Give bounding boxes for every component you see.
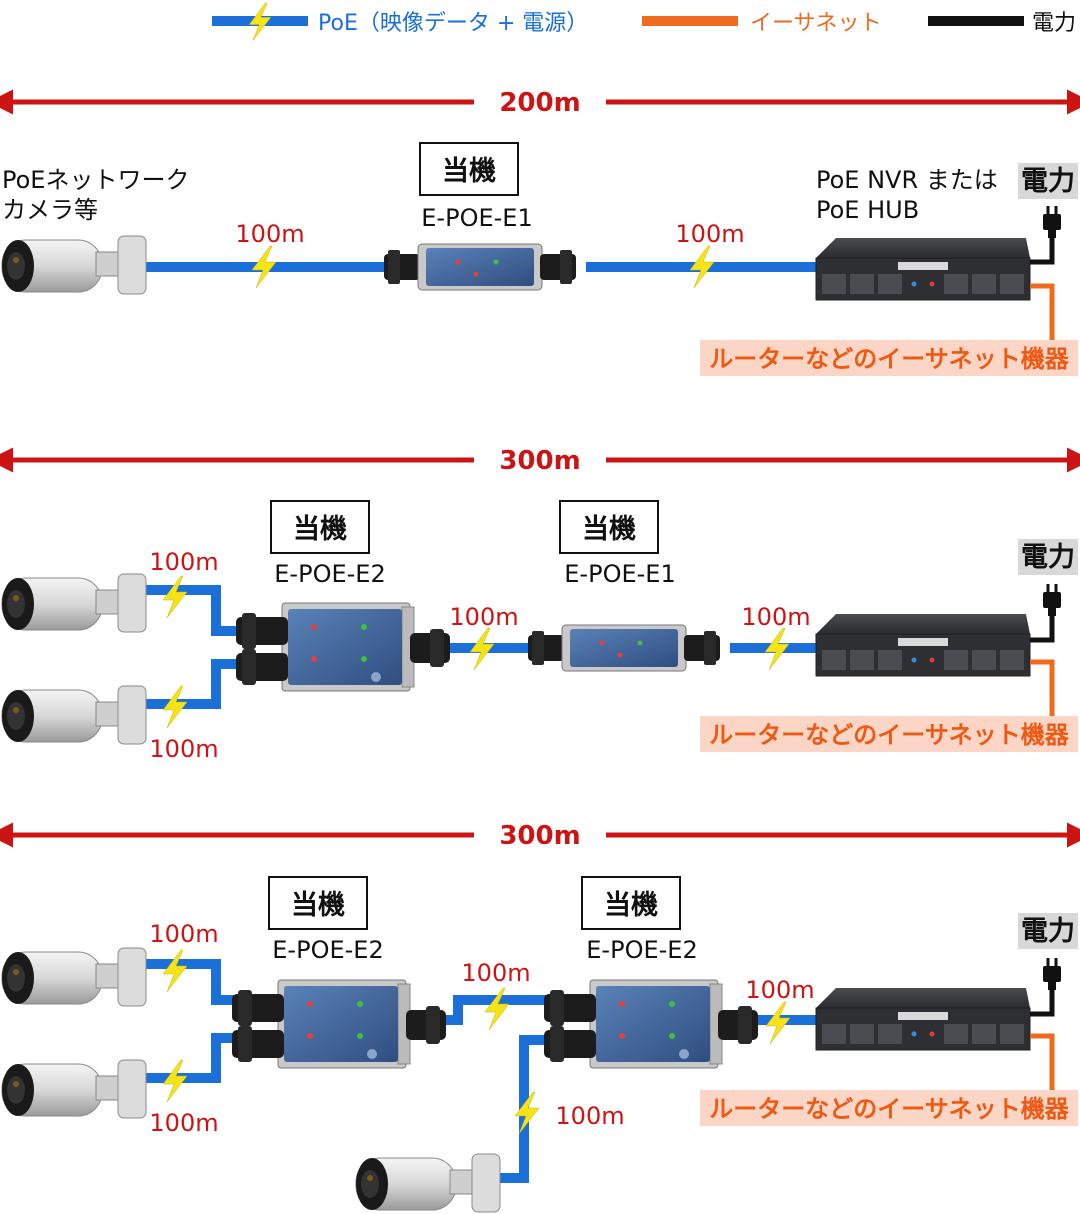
segment-distance: 100m bbox=[675, 220, 744, 248]
segment-distance: 100m bbox=[149, 920, 218, 948]
extender-e2-icon bbox=[231, 979, 447, 1069]
segment-distance: 100m bbox=[745, 976, 814, 1004]
this-unit-box bbox=[581, 876, 681, 930]
this-unit-box bbox=[270, 500, 370, 554]
plug-icon bbox=[1043, 206, 1061, 238]
camera-icon bbox=[1, 573, 147, 633]
lightning-icon bbox=[484, 987, 510, 1031]
model-label: E-POE-E1 bbox=[421, 204, 532, 232]
this-unit-box bbox=[559, 500, 659, 554]
router-label: ルーターなどのイーサネット機器 bbox=[709, 1095, 1070, 1123]
lightning-icon bbox=[162, 1059, 188, 1103]
extender-e2-icon bbox=[235, 602, 451, 692]
power-label: 電力 bbox=[1021, 916, 1075, 947]
segment-distance: 100m bbox=[555, 1102, 624, 1130]
nvr-label-line2: PoE HUB bbox=[816, 196, 919, 224]
diagram-200m: 200m PoEネットワーク カメラ等 当機 E-POE-E1 100m 100… bbox=[0, 88, 1080, 376]
nvr-icon bbox=[815, 237, 1031, 301]
extender-e2-icon bbox=[543, 979, 759, 1069]
total-distance: 300m bbox=[499, 446, 580, 476]
power-badge bbox=[1018, 913, 1078, 949]
segment-distance: 100m bbox=[461, 959, 530, 987]
plug-icon bbox=[1043, 584, 1061, 616]
total-distance: 200m bbox=[499, 88, 580, 118]
camera-icon bbox=[1, 685, 147, 745]
diagram-300m-a: 300m 当機 E-POE-E2 当機 E-POE-E1 100m 100m 1… bbox=[0, 446, 1080, 763]
lightning-icon bbox=[765, 1001, 791, 1045]
this-unit-label: 当機 bbox=[442, 156, 496, 187]
legend-power-swatch bbox=[928, 16, 1024, 26]
power-badge bbox=[1018, 163, 1078, 199]
lightning-icon bbox=[689, 245, 715, 289]
poe-cable bbox=[146, 659, 240, 709]
router-box bbox=[700, 340, 1078, 376]
plug-icon bbox=[1043, 958, 1061, 990]
poe-cable bbox=[438, 995, 548, 1025]
lightning-icon bbox=[469, 627, 495, 671]
lightning-icon bbox=[248, 2, 272, 42]
segment-distance: 100m bbox=[235, 220, 304, 248]
camera-label-line1: PoEネットワーク bbox=[2, 166, 189, 194]
power-badge bbox=[1018, 539, 1078, 575]
this-unit-label: 当機 bbox=[604, 890, 658, 921]
this-unit-box bbox=[419, 142, 519, 196]
ethernet-cable bbox=[1030, 659, 1055, 716]
legend-ethernet-label: イーサネット bbox=[750, 11, 882, 36]
ethernet-cable bbox=[1030, 283, 1055, 340]
legend-poe-label: PoE（映像データ + 電源） bbox=[318, 11, 588, 36]
lightning-icon bbox=[162, 685, 188, 729]
segment-distance: 100m bbox=[149, 1109, 218, 1137]
legend: PoE（映像データ + 電源） イーサネット 電力 bbox=[212, 2, 1076, 42]
model-label: E-POE-E2 bbox=[272, 936, 383, 964]
camera-label: PoEネットワーク カメラ等 bbox=[2, 166, 197, 224]
extender-e1-icon bbox=[383, 243, 577, 291]
lightning-icon bbox=[162, 575, 188, 619]
legend-power-label: 電力 bbox=[1032, 11, 1076, 36]
lightning-icon bbox=[251, 245, 277, 289]
diagram-300m-b: 300m 当機 E-POE-E2 当機 E-POE-E2 100m 100m 1… bbox=[0, 821, 1080, 1213]
model-label: E-POE-E2 bbox=[274, 560, 385, 588]
legend-ethernet-swatch bbox=[642, 16, 738, 26]
nvr-icon bbox=[815, 987, 1031, 1051]
camera-icon bbox=[355, 1153, 501, 1213]
power-label: 電力 bbox=[1021, 542, 1075, 573]
camera-icon bbox=[1, 235, 147, 295]
power-cable bbox=[1030, 238, 1055, 265]
camera-icon bbox=[1, 1059, 147, 1119]
poe-cable bbox=[146, 585, 240, 636]
router-box bbox=[700, 716, 1078, 752]
model-label: E-POE-E2 bbox=[586, 936, 697, 964]
camera-icon bbox=[1, 947, 147, 1007]
power-cable bbox=[1030, 616, 1055, 643]
router-box bbox=[700, 1090, 1078, 1126]
segment-distance: 100m bbox=[449, 603, 518, 631]
segment-distance: 100m bbox=[149, 548, 218, 576]
camera-label-line2: カメラ等 bbox=[2, 196, 98, 224]
nvr-label: PoE NVR または PoE HUB bbox=[816, 166, 1005, 224]
router-label: ルーターなどのイーサネット機器 bbox=[709, 721, 1070, 749]
poe-cable bbox=[146, 1033, 236, 1083]
this-unit-label: 当機 bbox=[293, 514, 347, 545]
this-unit-label: 当機 bbox=[582, 514, 636, 545]
segment-distance: 100m bbox=[741, 603, 810, 631]
total-distance: 300m bbox=[499, 821, 580, 851]
ethernet-cable bbox=[1030, 1033, 1055, 1090]
power-cable bbox=[1030, 990, 1055, 1017]
nvr-icon bbox=[815, 613, 1031, 677]
poe-cable bbox=[146, 959, 236, 1005]
extender-e1-icon bbox=[527, 624, 721, 672]
segment-distance: 100m bbox=[149, 735, 218, 763]
this-unit-label: 当機 bbox=[291, 890, 345, 921]
router-label: ルーターなどのイーサネット機器 bbox=[709, 345, 1070, 373]
model-label: E-POE-E1 bbox=[564, 560, 675, 588]
power-label: 電力 bbox=[1021, 166, 1075, 197]
lightning-icon bbox=[764, 627, 790, 671]
this-unit-box bbox=[268, 876, 368, 930]
lightning-icon bbox=[162, 949, 188, 993]
nvr-label-line1: PoE NVR または bbox=[816, 166, 998, 194]
